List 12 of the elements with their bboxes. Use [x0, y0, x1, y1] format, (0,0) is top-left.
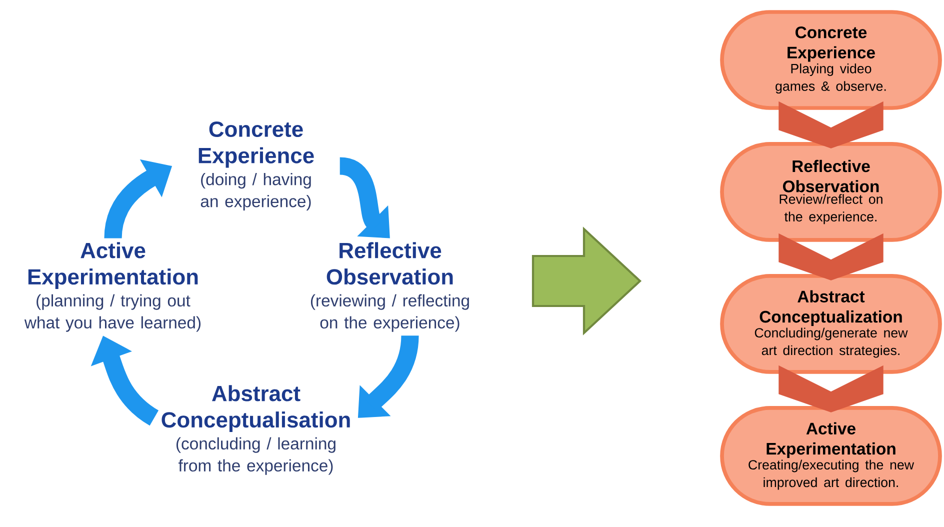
chevron-arrow: [778, 365, 884, 412]
chevron-arrow: [778, 101, 884, 148]
stage-pill: Reflective Observation Review/reflect on the experience.: [720, 142, 942, 242]
stage-pill: Abstract Conceptualization Concluding/generate new art direction strategies.: [720, 274, 942, 374]
stage-text: Reflective Observation (reviewing / reflecting on the experience): [310, 242, 469, 332]
stage-text: Active Experimentation (planning / trying out what you have learned): [24, 242, 200, 332]
stage-text: Abstract Conceptualisation (concluding / learning from the experience): [162, 385, 350, 475]
curved-arrow: [338, 157, 390, 238]
chevron-arrow: [778, 233, 884, 280]
stage-pill: Active Experimentation Creating/executing the new improved art direction.: [720, 406, 942, 506]
stage-pill: Concrete Experience Playing video games & observe.: [720, 10, 942, 110]
stage-text: Concrete Experience (doing / having an experience): [198, 121, 314, 211]
